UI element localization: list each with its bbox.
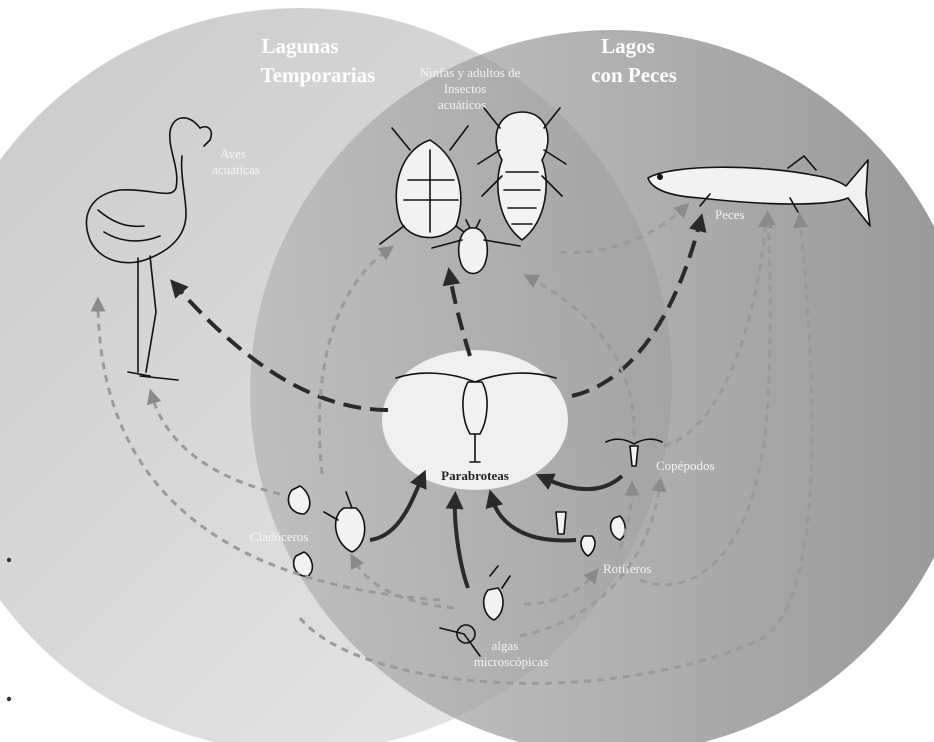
flamingo-icon [85,117,213,381]
rotifers-label: Rotíferos [603,561,651,576]
birds-label-line2: acuáticas [212,162,260,177]
arrow-copepods-to-insects [523,274,636,437]
arrow-algae-to-fish-outer [298,212,814,685]
arrow-parabroteas-to-insects [442,267,472,357]
algae-label-line1: algas [492,638,519,653]
arrow-algae-to-birds [90,296,441,602]
birds-label-line1: Aves [220,146,246,161]
left-region-title-line1: Lagunas [261,34,338,58]
arrow-cladocerans-to-parabroteas [369,469,427,542]
small-copepod-icon [605,438,663,467]
arrow-copepods-to-parabroteas [535,473,624,491]
right-region-title-line2: con Peces [591,63,677,87]
arrow-copepods-to-fish [663,212,773,448]
insects-label-line3: acuáticos [438,97,486,112]
arrow-algae-to-copepods [519,476,667,638]
daphnia-icon [287,485,366,577]
algae-label-line2: microscópicas [474,654,548,669]
water-bug-icon [379,125,481,245]
fish-icon [647,155,871,227]
edge-mark-bottom [6,696,12,702]
arrow-algae-to-cladocerans [350,553,455,610]
algae-icon [439,565,511,657]
arrow-insects-to-fish [559,202,690,255]
left-region-title-line2: Temporarias [261,63,376,87]
arrow-rotifers-to-parabroteas [485,489,577,543]
arrow-algae-to-parabroteas [445,491,470,589]
right-region-title-line1: Lagos [601,34,655,58]
copepods-label: Copépodos [656,458,715,473]
arrow-rotifers-to-fish [639,210,776,587]
arrow-algae-to-rotifers [523,568,599,606]
dragonfly-nymph-icon [477,107,567,241]
arrow-cladocerans-to-insects [317,245,395,475]
water-boatman-icon [431,219,521,275]
copepod-icon [395,372,557,463]
arrow-parabroteas-to-birds [170,279,389,412]
fish-label: Peces [715,207,745,222]
edge-mark-top [6,557,12,563]
arrow-cladocerans-to-birds [146,388,281,496]
arrow-rotifers-to-copepods [618,480,640,549]
cladocerans-label: Cladóceros [250,529,308,544]
arrow-parabroteas-to-fish [571,213,707,398]
parabroteas-label: Parabroteas [441,468,509,483]
rotifer-icon [555,511,627,557]
insects-label-line1: Ninfas y adultos de [420,65,521,80]
insects-label-line2: Insectos [444,81,487,96]
